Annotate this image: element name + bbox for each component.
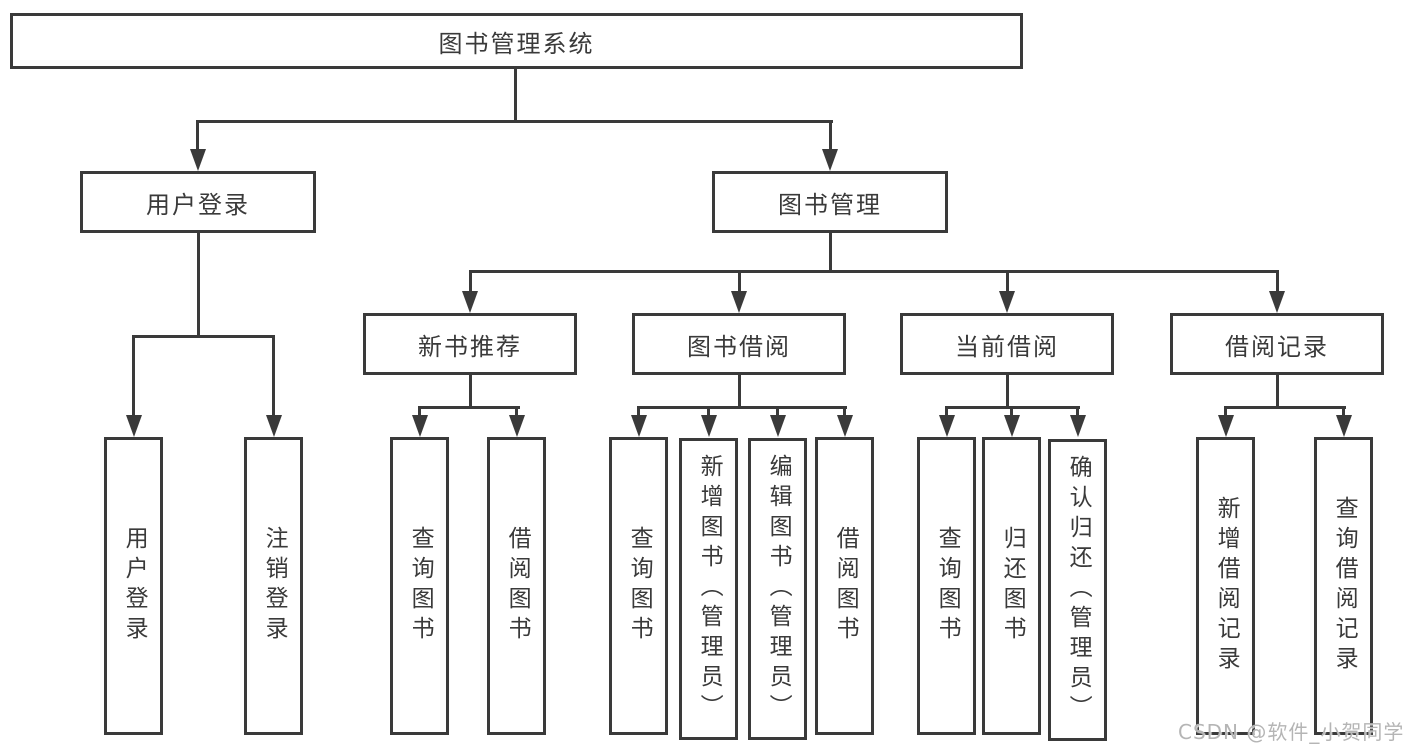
node-book-management: 图书管理 bbox=[712, 171, 948, 233]
arrowhead-down bbox=[1004, 415, 1020, 437]
leaf-borrow-book-label: 借阅图书 bbox=[832, 526, 859, 646]
leaf-borrow-book-recommend: 借阅图书 bbox=[487, 437, 546, 735]
leaf-query-book-borrow: 查询图书 bbox=[609, 437, 668, 735]
csdn-watermark: CSDN @软件_小贺同学 bbox=[1178, 720, 1405, 744]
connector-line bbox=[469, 375, 472, 409]
node-user-login-label: 用户登录 bbox=[146, 190, 250, 219]
leaf-add-borrow-record-label: 新增借阅记录 bbox=[1213, 496, 1240, 676]
connector-line bbox=[197, 233, 200, 338]
leaf-query-book-recommend-label: 查询图书 bbox=[407, 526, 434, 646]
leaf-edit-book-admin: 编辑图书（管理员） bbox=[748, 438, 807, 740]
connector-line bbox=[738, 375, 741, 409]
connector-line bbox=[469, 270, 472, 295]
connector-line bbox=[132, 335, 275, 338]
arrowhead-down bbox=[822, 149, 838, 171]
connector-root-stem bbox=[514, 69, 517, 122]
connector-line bbox=[1276, 375, 1279, 409]
connector-line bbox=[418, 406, 520, 409]
connector-line bbox=[272, 335, 275, 417]
connector-line bbox=[829, 233, 832, 272]
leaf-edit-book-admin-label: 编辑图书（管理员） bbox=[765, 454, 792, 724]
arrowhead-down bbox=[770, 415, 786, 437]
leaf-logout-login-label: 注销登录 bbox=[261, 526, 288, 646]
leaf-query-book-current: 查询图书 bbox=[917, 437, 976, 735]
node-book-borrow: 图书借阅 bbox=[632, 313, 846, 375]
leaf-borrow-book: 借阅图书 bbox=[815, 437, 874, 735]
connector-line bbox=[1224, 406, 1346, 409]
arrowhead-down bbox=[190, 149, 206, 171]
leaf-query-borrow-record: 查询借阅记录 bbox=[1314, 437, 1373, 735]
connector-line bbox=[196, 120, 199, 153]
connector-line bbox=[132, 335, 135, 417]
node-current-borrow: 当前借阅 bbox=[900, 313, 1114, 375]
connector-line bbox=[829, 120, 832, 153]
leaf-borrow-book-recommend-label: 借阅图书 bbox=[504, 526, 531, 646]
arrowhead-down bbox=[1336, 415, 1352, 437]
node-root-label: 图书管理系统 bbox=[438, 29, 595, 58]
node-new-book-recommend-label: 新书推荐 bbox=[418, 332, 522, 361]
connector-line bbox=[637, 406, 847, 409]
arrowhead-down bbox=[1070, 415, 1086, 437]
arrowhead-down bbox=[1269, 291, 1285, 313]
leaf-query-borrow-record-label: 查询借阅记录 bbox=[1331, 496, 1358, 676]
node-new-book-recommend: 新书推荐 bbox=[363, 313, 577, 375]
connector-level2-rail bbox=[196, 120, 833, 123]
leaf-add-book-admin-label: 新增图书（管理员） bbox=[696, 454, 723, 724]
arrowhead-down bbox=[1218, 415, 1234, 437]
node-current-borrow-label: 当前借阅 bbox=[955, 332, 1059, 361]
arrowhead-down bbox=[939, 415, 955, 437]
leaf-return-book: 归还图书 bbox=[982, 437, 1041, 735]
node-borrow-record-label: 借阅记录 bbox=[1225, 332, 1329, 361]
arrowhead-down bbox=[462, 291, 478, 313]
connector-line bbox=[738, 270, 741, 295]
node-book-management-label: 图书管理 bbox=[778, 190, 882, 219]
arrowhead-down bbox=[837, 415, 853, 437]
connector-level3-rail bbox=[469, 270, 1279, 273]
arrowhead-down bbox=[701, 415, 717, 437]
node-root: 图书管理系统 bbox=[10, 13, 1023, 69]
arrowhead-down bbox=[126, 415, 142, 437]
node-user-login: 用户登录 bbox=[80, 171, 316, 233]
arrowhead-down bbox=[731, 291, 747, 313]
leaf-logout-login: 注销登录 bbox=[244, 437, 303, 735]
arrowhead-down bbox=[509, 415, 525, 437]
leaf-user-login: 用户登录 bbox=[104, 437, 163, 735]
arrowhead-down bbox=[999, 291, 1015, 313]
leaf-query-book-recommend: 查询图书 bbox=[390, 437, 449, 735]
connector-line bbox=[1006, 375, 1009, 409]
leaf-query-book-borrow-label: 查询图书 bbox=[626, 526, 653, 646]
leaf-return-book-label: 归还图书 bbox=[999, 526, 1026, 646]
leaf-query-book-current-label: 查询图书 bbox=[934, 526, 961, 646]
arrowhead-down bbox=[412, 415, 428, 437]
connector-line bbox=[1006, 270, 1009, 295]
leaf-add-borrow-record: 新增借阅记录 bbox=[1196, 437, 1255, 735]
arrowhead-down bbox=[631, 415, 647, 437]
leaf-confirm-return-admin: 确认归还（管理员） bbox=[1048, 439, 1107, 741]
node-book-borrow-label: 图书借阅 bbox=[687, 332, 791, 361]
arrowhead-down bbox=[266, 415, 282, 437]
leaf-add-book-admin: 新增图书（管理员） bbox=[679, 438, 738, 740]
leaf-confirm-return-admin-label: 确认归还（管理员） bbox=[1065, 455, 1092, 725]
leaf-user-login-label: 用户登录 bbox=[121, 526, 148, 646]
node-borrow-record: 借阅记录 bbox=[1170, 313, 1384, 375]
connector-line bbox=[1276, 270, 1279, 295]
